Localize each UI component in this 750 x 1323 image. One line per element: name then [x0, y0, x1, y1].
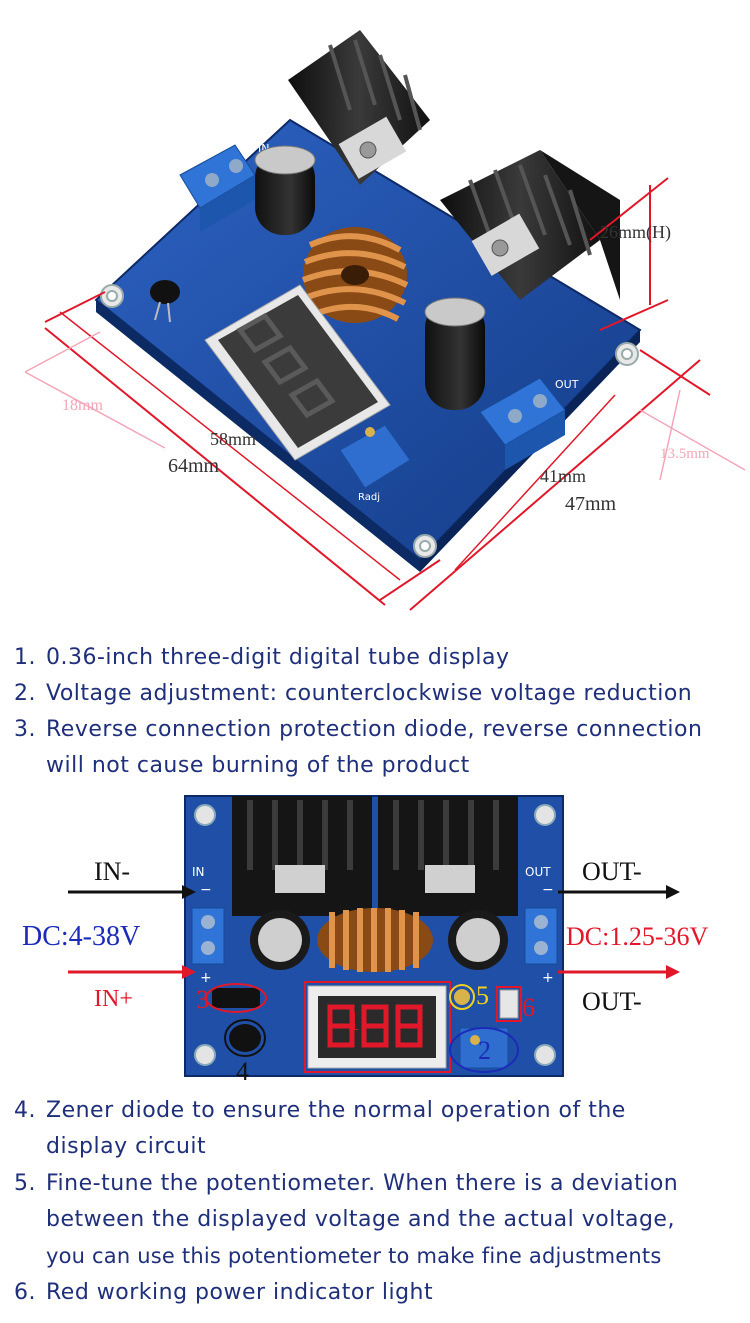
transistor [150, 280, 180, 323]
feature-number: 3. [14, 717, 36, 742]
component-markers: 1 2 3 4 5 6 [196, 981, 535, 1086]
dim-hole-offset-right: 13.5mm [660, 446, 710, 462]
feature-text: Zener diode to ensure the normal operati… [46, 1098, 626, 1123]
feature-number: 2. [14, 681, 36, 706]
feature-text: Reverse connection protection diode, rev… [46, 717, 703, 742]
board-in-label: IN [258, 142, 269, 155]
heatsink-right [440, 150, 620, 300]
seven-segment-display [204, 284, 391, 461]
feature-number: 5. [14, 1171, 36, 1196]
marker-3: 3 [196, 985, 209, 1014]
marker-5: 5 [476, 981, 489, 1010]
marker-1-box [304, 981, 451, 1073]
dim-hole-offset: 18mm [62, 397, 103, 414]
feature-text: you can use this potentiometer to make f… [46, 1244, 662, 1268]
label-out-minus-bottom: OUT- [582, 987, 642, 1016]
wiring-arrows [68, 885, 680, 979]
marker-4: 4 [236, 1057, 249, 1086]
feature-text: Fine-tune the potentiometer. When there … [46, 1171, 679, 1196]
board-plus-left: + [200, 970, 212, 986]
feature-text: Voltage adjustment: counterclockwise vol… [46, 681, 693, 706]
marker-3-ring [205, 983, 267, 1013]
dim-height: 26mm(H) [600, 222, 671, 243]
diagram-board-in-label: IN [192, 865, 205, 879]
output-terminal-block: OUT [479, 377, 579, 470]
label-out-minus-top: OUT- [582, 857, 642, 886]
dim-width-outer: 64mm [168, 455, 220, 477]
label-dc-in: DC:4-38V [22, 921, 140, 952]
input-terminal-block: IN [179, 142, 269, 232]
feature-text: display circuit [46, 1134, 207, 1159]
feature-text: between the displayed voltage and the ac… [46, 1207, 675, 1232]
marker-2-ring [449, 1027, 519, 1073]
marker-5-ring [449, 984, 475, 1010]
capacitor-left [254, 145, 316, 235]
marker-1: 1 [347, 1007, 360, 1036]
label-dc-out: DC:1.25-36V [566, 922, 709, 951]
radj-label: Radj [358, 492, 380, 503]
board-top-view: IN OUT − + − + [184, 795, 564, 1077]
marker-4-ring [224, 1019, 266, 1057]
feature-text: Red working power indicator light [46, 1280, 434, 1305]
feature-text: 0.36-inch three-digit digital tube displ… [46, 645, 510, 670]
potentiometer: Radj [339, 424, 411, 503]
marker-6-box [496, 986, 522, 1022]
dim-depth-inner: 41mm [540, 466, 586, 486]
board-minus-left: − [200, 882, 212, 898]
wiring-diagram: IN OUT − + − + 1 2 3 4 5 6 IN- [22, 795, 709, 1086]
inductor-coil [301, 227, 409, 323]
product-photo: IN OUT [24, 30, 746, 611]
mounting-holes [100, 284, 639, 558]
label-in-minus: IN- [94, 857, 130, 886]
label-in-plus: IN+ [94, 986, 133, 1012]
feature-number: 1. [14, 645, 36, 670]
feature-number: 4. [14, 1098, 36, 1123]
dimension-lines [24, 177, 746, 611]
board-plus-right: + [542, 970, 554, 986]
marker-2: 2 [478, 1036, 491, 1065]
feature-number: 6. [14, 1280, 36, 1305]
marker-6: 6 [522, 993, 535, 1022]
feature-text: will not cause burning of the product [46, 753, 470, 778]
dim-width-inner: 58mm [210, 429, 256, 449]
heatsink-left [288, 30, 430, 185]
board-out-label: OUT [555, 378, 579, 391]
dimension-labels: 26mm(H) 18mm 58mm 64mm 41mm 47mm 13.5mm [62, 222, 710, 515]
capacitor-right [424, 297, 486, 410]
wiring-labels: IN- DC:4-38V IN+ OUT- DC:1.25-36V OUT- [22, 857, 709, 1016]
diagram-board-out-label: OUT [525, 865, 551, 879]
dim-depth-outer: 47mm [565, 493, 617, 515]
board-minus-right: − [542, 882, 554, 898]
